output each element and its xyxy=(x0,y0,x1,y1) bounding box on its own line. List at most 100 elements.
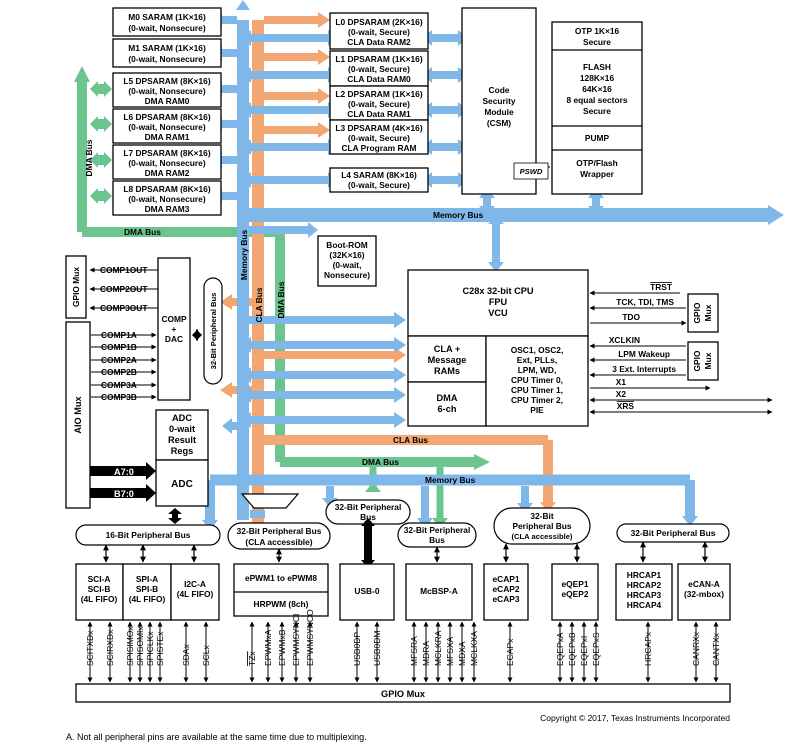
eqep-line-2: eQEP2 xyxy=(561,589,588,599)
comp-dac-line-2: + xyxy=(172,324,177,334)
adc-result-regs xyxy=(155,409,209,461)
l2-ram: CLA Data RAM1 xyxy=(347,109,411,119)
memories-right: L0 DPSARAM (2K×16) (0-wait, Secure) CLA … xyxy=(329,12,429,193)
boot-rom-line-2: (32K×16) xyxy=(329,250,364,260)
dma-ram-arrowheads xyxy=(90,81,448,528)
otp-line-1: OTP 1K×16 xyxy=(575,26,620,36)
comp-dac-line-1: COMP xyxy=(161,314,187,324)
flash-column: OTP 1K×16 Secure FLASH 128K×16 64K×16 8 … xyxy=(551,21,643,195)
cpu-peripherals-block xyxy=(485,335,589,427)
m0-sub: (0-wait, Nonsecure) xyxy=(128,23,205,33)
xclkin-label: XCLKIN xyxy=(609,335,640,345)
boot-rom-line-1: Boot-ROM xyxy=(326,240,367,250)
csm-line-4: (CSM) xyxy=(487,118,511,128)
cla-bus-label-vertical: CLA Bus xyxy=(254,287,264,322)
periph-bus-32-usb-label-2: Bus xyxy=(360,512,376,522)
l1-name: L1 DPSARAM (1K×16) xyxy=(335,54,422,64)
otp-flash-wrapper-line-2: Wrapper xyxy=(580,169,615,179)
flash-line-5: Secure xyxy=(583,106,611,116)
gpio-mux-bottom-label: GPIO Mux xyxy=(381,689,426,699)
trst-label: TRST xyxy=(650,282,673,292)
hrcap-line-2: HRCAP2 xyxy=(627,580,662,590)
pin-usb0dp: USB0DP xyxy=(352,632,362,666)
csm-line-1: Code xyxy=(489,85,510,95)
memory-bus xyxy=(205,16,770,522)
mcbsp-label: McBSP-A xyxy=(420,586,458,596)
cla-line-3: RAMs xyxy=(434,366,460,376)
pin-mdxa: MDXA xyxy=(457,641,467,666)
periph-bus-32-right-label: 32-Bit Peripheral Bus xyxy=(631,528,716,538)
memory-bus-label-vertical: Memory Bus xyxy=(239,230,249,281)
pin-mfsra: MFSRA xyxy=(409,636,419,666)
m0-name: M0 SARAM (1K×16) xyxy=(128,12,206,22)
l0-dpsaram xyxy=(329,12,429,50)
comp3out-label: COMP3OUT xyxy=(100,303,148,313)
comp1a-label: COMP1A xyxy=(101,330,137,340)
sci-line-3: (4L FIFO) xyxy=(81,594,118,604)
flash-line-1: FLASH xyxy=(583,62,611,72)
x1-label: X1 xyxy=(616,377,627,387)
pin-lines xyxy=(87,621,719,683)
pin-spiste: SPISTEx xyxy=(155,631,165,666)
tck-label: TCK, TDI, TMS xyxy=(616,297,674,307)
l1-ram: CLA Data RAM0 xyxy=(347,74,411,84)
l7-name: L7 DPSARAM (8K×16) xyxy=(123,148,210,158)
comp1out-label: COMP1OUT xyxy=(100,265,148,275)
gpio-mux-right-1-line-2: Mux xyxy=(703,304,713,321)
gpio-mux-right: GPIO Mux GPIO Mux xyxy=(687,293,719,381)
adc-in-a-label: A7:0 xyxy=(114,467,134,477)
usb-label: USB-0 xyxy=(354,586,379,596)
l6-name: L6 DPSARAM (8K×16) xyxy=(123,112,210,122)
l8-dpsaram xyxy=(112,180,222,216)
adc-regs-line-1: ADC xyxy=(172,413,192,423)
i2c-box xyxy=(170,563,220,621)
periph-bus-16: 16-Bit Peripheral Bus xyxy=(75,524,221,546)
copyright: Copyright © 2017, Texas Instruments Inco… xyxy=(540,713,730,723)
l0-sub: (0-wait, Secure) xyxy=(348,27,410,37)
sci-line-1: SCI-A xyxy=(88,574,111,584)
cpu-block: C28x 32-bit CPU FPU VCU CLA + Message RA… xyxy=(407,269,589,427)
cla-bus-arrowheads xyxy=(220,12,556,525)
l7-sub: (0-wait, Nonsecure) xyxy=(128,158,205,168)
pin-epwmxb: EPWMxB xyxy=(277,629,287,666)
pin-spisimo: SPISIMOx xyxy=(125,626,135,666)
pin-eqepxa: EQEPxA xyxy=(555,632,565,666)
comp2b-label: COMP2B xyxy=(101,367,137,377)
l3-ram: CLA Program RAM xyxy=(341,143,416,153)
pin-ecapx: ECAPx xyxy=(505,638,515,666)
pin-eqepxs: EQEPxS xyxy=(591,632,601,666)
l3-dpsaram xyxy=(329,119,429,155)
spi-box xyxy=(122,563,172,621)
ecap-line-1: eCAP1 xyxy=(493,574,520,584)
comp-connections xyxy=(89,267,158,400)
sci-line-2: SCI-B xyxy=(88,584,111,594)
boot-rom: Boot-ROM (32K×16) (0-wait, Nonsecure) xyxy=(317,235,377,287)
adc-block: ADC 0-wait Result Regs ADC A7:0 B7:0 xyxy=(90,409,209,507)
adc-regs-line-3: Result xyxy=(168,435,196,445)
dma-bus-label-vertical-2: DMA Bus xyxy=(276,281,286,318)
cpu-signals xyxy=(589,290,773,415)
pin-epwmsynci: EPWMSYNCI xyxy=(291,614,301,666)
flash-line-2: 128K×16 xyxy=(580,73,615,83)
ecan-line-1: eCAN-A xyxy=(688,579,720,589)
l4-name: L4 SARAM (8K×16) xyxy=(341,170,417,180)
periph-bus-16-label: 16-Bit Peripheral Bus xyxy=(106,530,191,540)
comp2out-label: COMP2OUT xyxy=(100,284,148,294)
memory-bus-label-top: Memory Bus xyxy=(433,210,484,220)
pin-scirxd: SCIRXDx xyxy=(105,629,115,666)
periph-bus-32-vertical: 32-Bit Peripheral Bus xyxy=(192,277,223,385)
cpu-periph-2: Ext, PLLs, xyxy=(517,355,558,365)
periph-bus-32-mcbsp-label-2: Bus xyxy=(429,535,445,545)
pin-mdra: MDRA xyxy=(421,641,431,666)
gpio-mux-left: GPIO Mux xyxy=(65,255,87,319)
csm-line-3: Module xyxy=(484,107,514,117)
pin-eqepxi: EQEPxI xyxy=(579,636,589,666)
ecan-box xyxy=(677,563,731,621)
m1-sub: (0-wait, Nonsecure) xyxy=(128,54,205,64)
boot-rom-line-4: Nonsecure) xyxy=(324,270,370,280)
ecap-line-2: eCAP2 xyxy=(493,584,520,594)
comp3a-label: COMP3A xyxy=(101,380,137,390)
dma-bus-label-horizontal: DMA Bus xyxy=(124,227,161,237)
pin-spiclk: SPICLKx xyxy=(145,631,155,666)
l2-sub: (0-wait, Secure) xyxy=(348,99,410,109)
